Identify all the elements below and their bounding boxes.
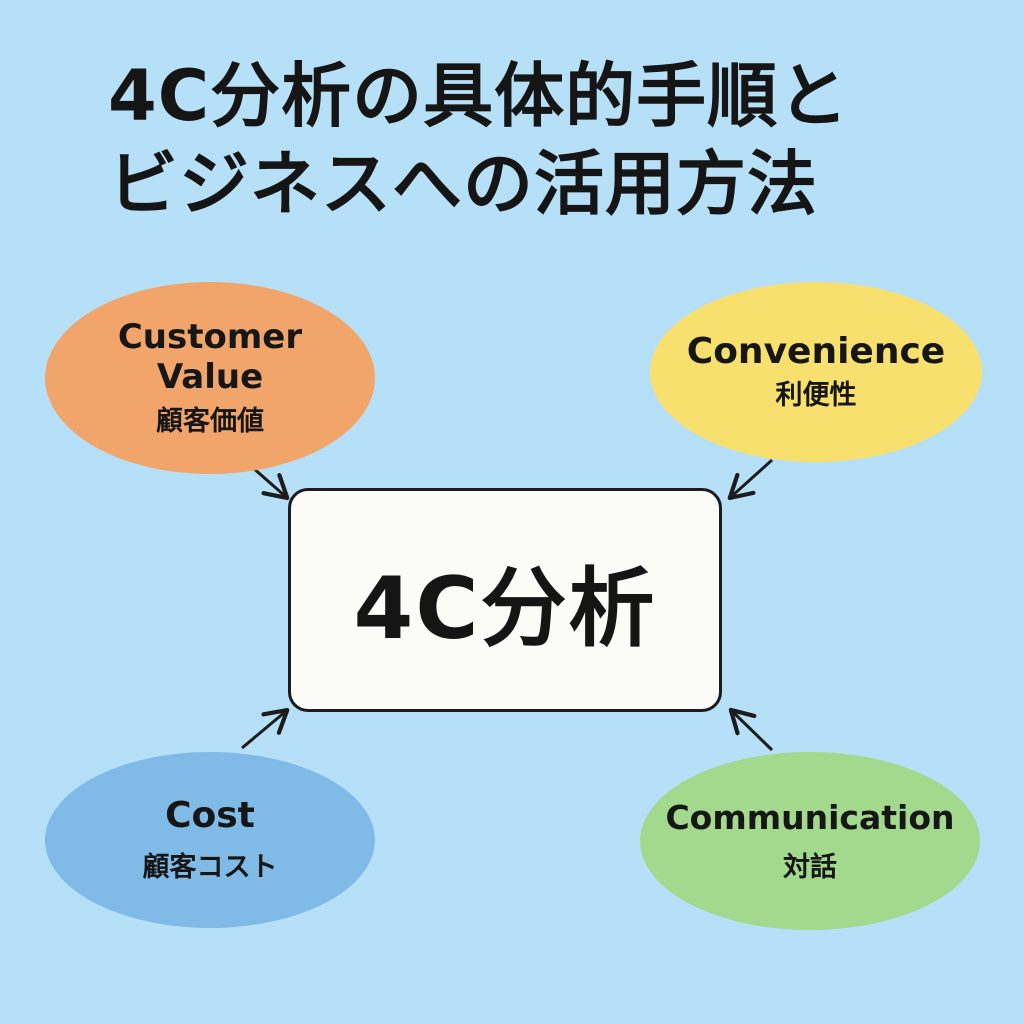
- node-communication-en: Communication: [665, 798, 955, 837]
- page-title: 4C分析の具体的手順と ビジネスへの活用方法: [108, 52, 1008, 228]
- title-line-2: ビジネスへの活用方法: [108, 143, 818, 225]
- node-communication-jp: 対話: [783, 852, 837, 883]
- arrow-cost-to-center: [241, 707, 290, 750]
- center-box: 4C分析: [288, 488, 722, 712]
- title-line-1: 4C分析の具体的手順と: [108, 55, 850, 137]
- node-communication: Communication 対話: [640, 752, 980, 930]
- node-cost-jp: 顧客コスト: [142, 852, 278, 883]
- node-cost: Cost 顧客コスト: [45, 752, 375, 928]
- node-customer-value-jp: 顧客価値: [156, 406, 264, 437]
- node-customer-value-en: Customer Value: [117, 317, 303, 397]
- arrow-convenience-to-center: [727, 458, 774, 501]
- node-customer-value: Customer Value 顧客価値: [45, 282, 375, 474]
- node-convenience-jp: 利便性: [775, 380, 857, 411]
- center-label: 4C分析: [353, 558, 657, 659]
- node-convenience: Convenience 利便性: [650, 282, 982, 462]
- node-convenience-en: Convenience: [686, 331, 946, 372]
- arrow-communication-to-center: [728, 707, 774, 752]
- node-cost-en: Cost: [165, 795, 255, 836]
